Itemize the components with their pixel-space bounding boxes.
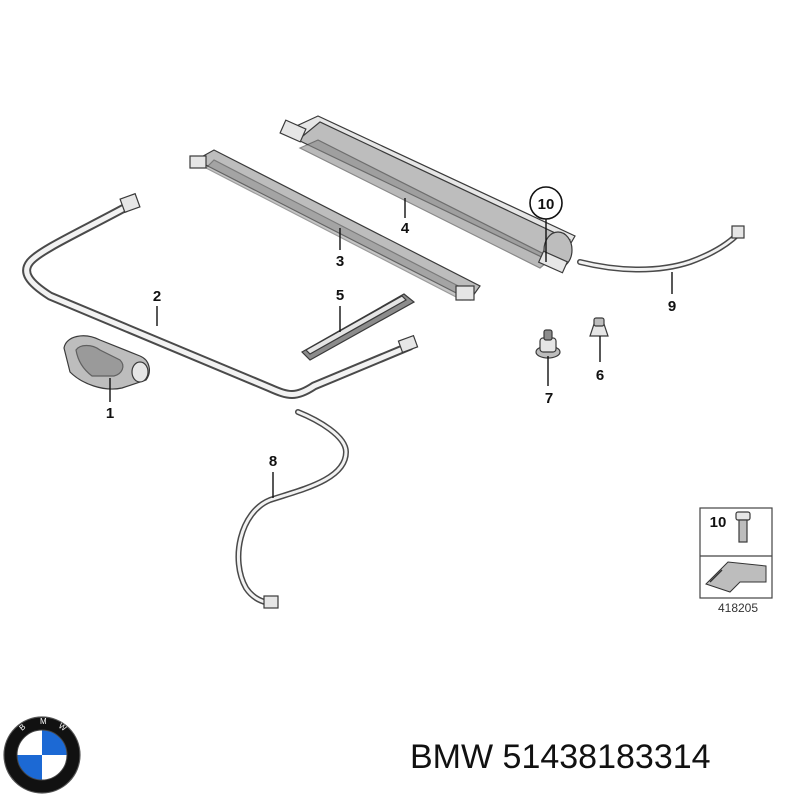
- callout-3: 3: [336, 253, 344, 270]
- callout-4-group: 4: [401, 198, 410, 237]
- callout-8-group: 8: [269, 453, 277, 498]
- callout-6: 6: [596, 367, 604, 384]
- part-2-frame: [22, 192, 419, 399]
- part-5-deflector-strip: [301, 293, 416, 361]
- arrow-icon: [705, 561, 767, 593]
- callout-8: 8: [269, 453, 277, 470]
- bolt-icon: [735, 511, 751, 543]
- part-1-motor-unit: [63, 335, 150, 390]
- footer-part-label: BMW 51438183314: [410, 738, 711, 777]
- callout-6-group: 6: [596, 336, 604, 384]
- callout-4: 4: [401, 220, 410, 237]
- diagram-code: 418205: [718, 601, 758, 615]
- bmw-roundel-icon: B M W: [3, 716, 81, 794]
- part-4-roller-blind: [279, 115, 576, 274]
- callout-7-group: 7: [545, 356, 553, 407]
- callout-9-group: 9: [668, 272, 676, 315]
- callout-5-group: 5: [336, 287, 344, 332]
- svg-text:W: W: [57, 721, 69, 733]
- callout-10-circled: 10: [529, 186, 563, 262]
- brand-name: BMW: [410, 738, 494, 776]
- callout-1: 1: [106, 405, 114, 422]
- legend-part-number: 10: [710, 514, 727, 531]
- svg-text:M: M: [40, 717, 47, 726]
- part-7-grommet: [535, 329, 561, 359]
- callout-3-group: 3: [336, 228, 344, 270]
- svg-text:B: B: [18, 722, 28, 732]
- part-9-drain-hose: [577, 225, 745, 273]
- callout-10: 10: [538, 196, 555, 213]
- part-number: 51438183314: [502, 738, 711, 776]
- callout-2-group: 2: [153, 288, 161, 326]
- callout-2: 2: [153, 288, 161, 305]
- legend-box: 10 418205: [699, 507, 773, 615]
- callout-9: 9: [668, 298, 676, 315]
- part-6-clip: [589, 317, 609, 337]
- part-3-guide-rail: [189, 149, 481, 301]
- callout-1-group: 1: [106, 378, 114, 422]
- callout-7: 7: [545, 390, 553, 407]
- part-8-drain-hose: [235, 409, 350, 609]
- callout-5: 5: [336, 287, 344, 304]
